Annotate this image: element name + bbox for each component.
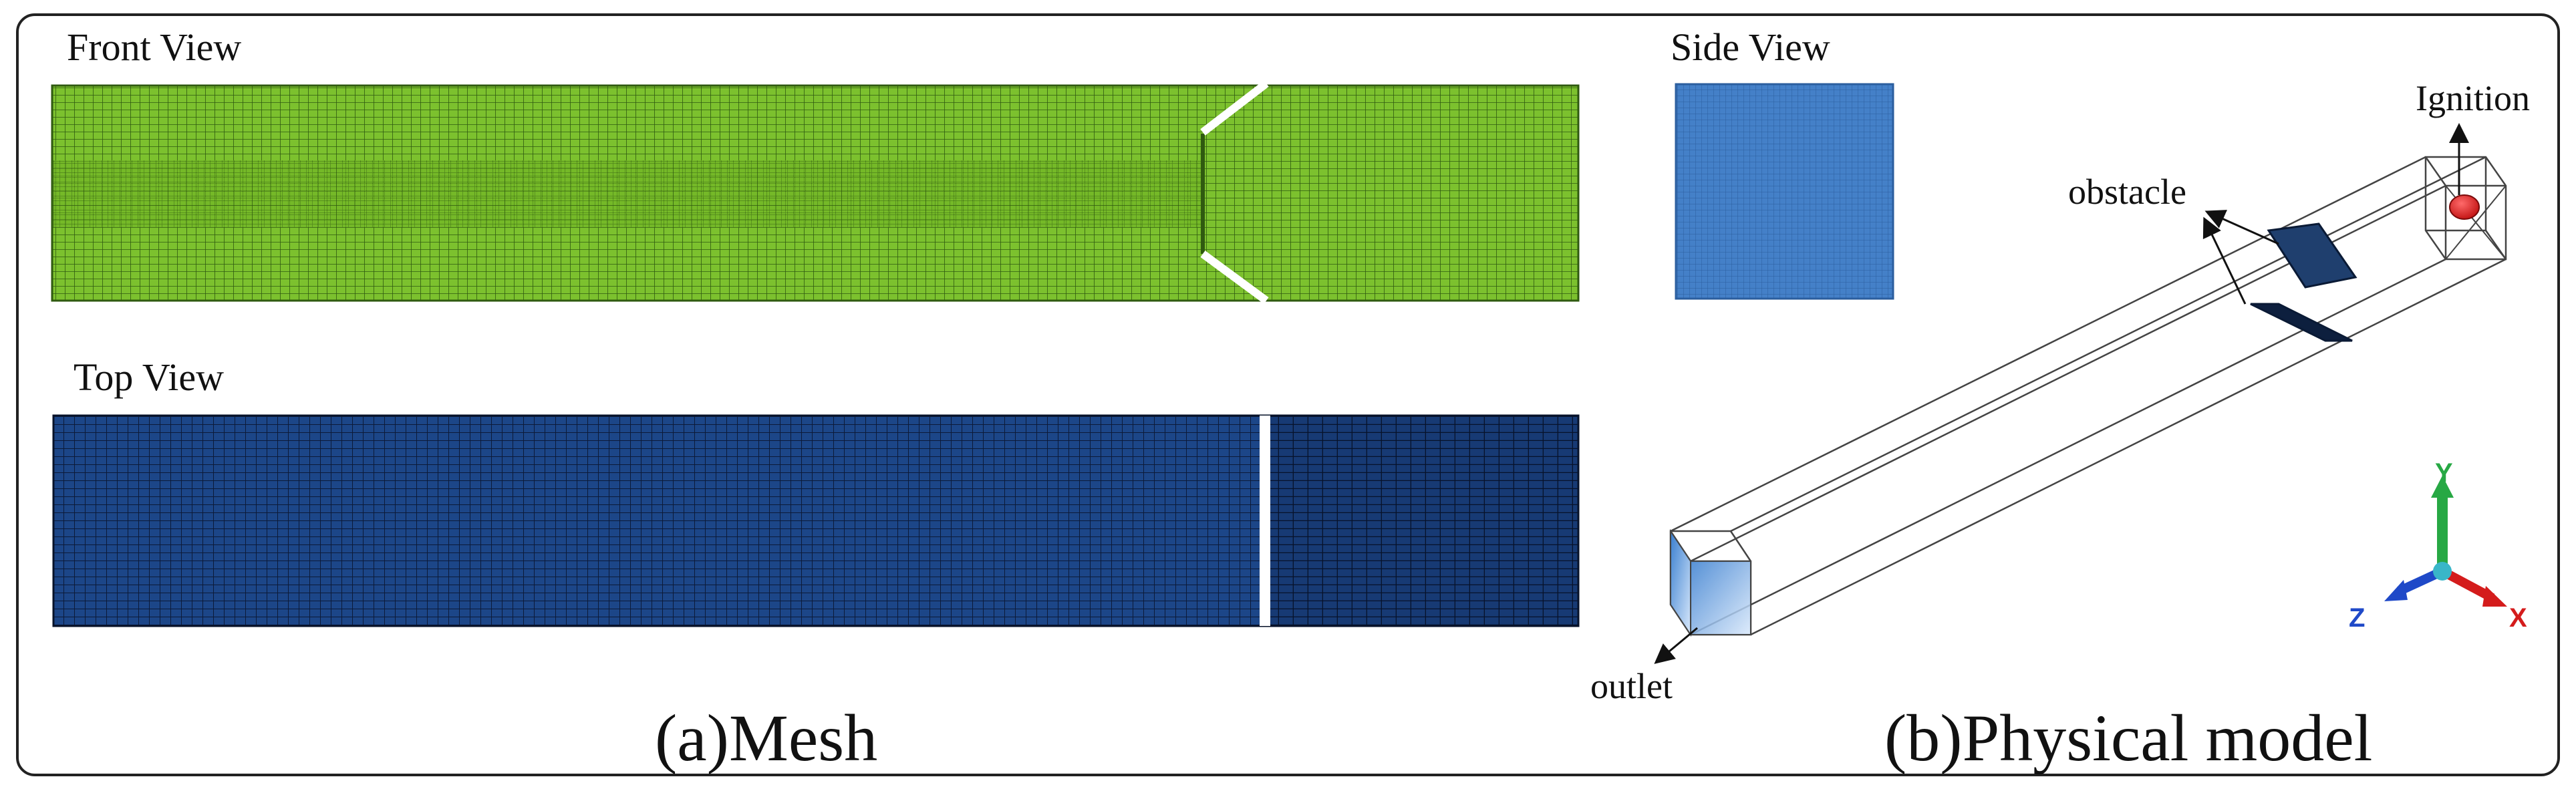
axis-y-label: Y — [2435, 458, 2453, 488]
ignition-label: Ignition — [2416, 78, 2530, 118]
axis-z-label: Z — [2349, 603, 2366, 633]
outer-frame — [16, 13, 2560, 776]
physical-model-caption: (b)Physical model — [1884, 701, 2373, 775]
top-view-mesh — [52, 414, 1580, 627]
obstacle-plate-upper — [2267, 222, 2357, 289]
front-view-mesh — [51, 80, 1580, 304]
side-view-mesh — [1675, 83, 1894, 300]
top-view-title: Top View — [74, 355, 224, 399]
axis-triad — [2384, 476, 2507, 607]
axis-origin — [2433, 562, 2452, 581]
outlet-label: outlet — [1590, 666, 1673, 706]
physical-model-duct — [1669, 156, 2507, 636]
front-obstacle-top — [1200, 80, 1269, 136]
top-obstacle-slit — [1260, 416, 1270, 626]
outlet-face — [1670, 528, 1691, 637]
ignition-sphere — [2449, 194, 2480, 220]
obstacle-plate-lower — [2250, 303, 2353, 342]
side-view-title: Side View — [1671, 25, 1830, 69]
obstacle-label: obstacle — [2068, 172, 2186, 212]
mesh-caption: (a)Mesh — [655, 701, 878, 775]
front-view-title: Front View — [67, 25, 242, 69]
axis-x-label: X — [2509, 603, 2527, 633]
front-obstacle-bottom — [1200, 251, 1269, 304]
